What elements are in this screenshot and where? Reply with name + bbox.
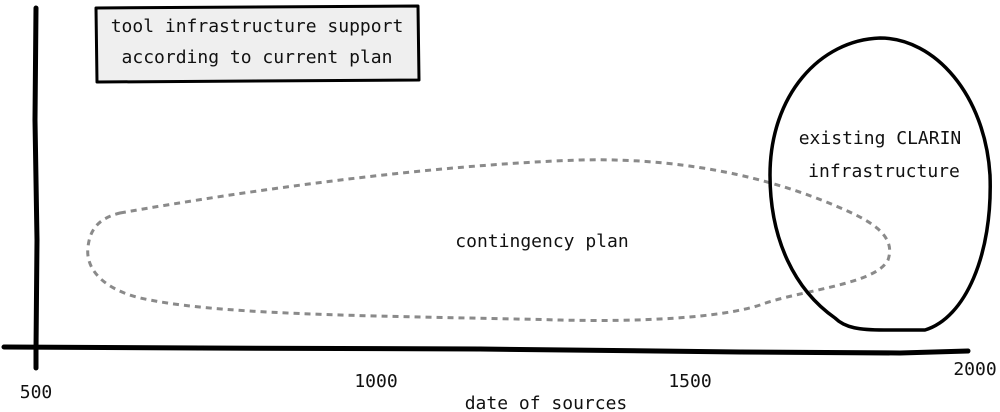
contingency-plan-region <box>86 158 892 322</box>
x-tick-label: 1000 <box>354 371 397 392</box>
y-axis-line <box>32 5 40 371</box>
x-tick-label: 500 <box>20 382 53 403</box>
x-axis-label: date of sources <box>465 393 628 412</box>
title-box: tool infrastructure support according to… <box>94 4 421 84</box>
x-axis-line <box>1 344 971 356</box>
clarin-label-line1: existing CLARIN <box>799 128 962 149</box>
title-box-frame <box>94 4 421 84</box>
x-tick-label: 2000 <box>953 359 996 380</box>
clarin-infrastructure-region <box>768 36 992 332</box>
x-tick-label: 1500 <box>668 371 711 392</box>
title-box-line2: according to current plan <box>122 47 393 68</box>
contingency-plan-label: contingency plan <box>455 231 628 252</box>
title-box-line1: tool infrastructure support <box>111 16 404 37</box>
clarin-label-line2: infrastructure <box>808 161 960 182</box>
